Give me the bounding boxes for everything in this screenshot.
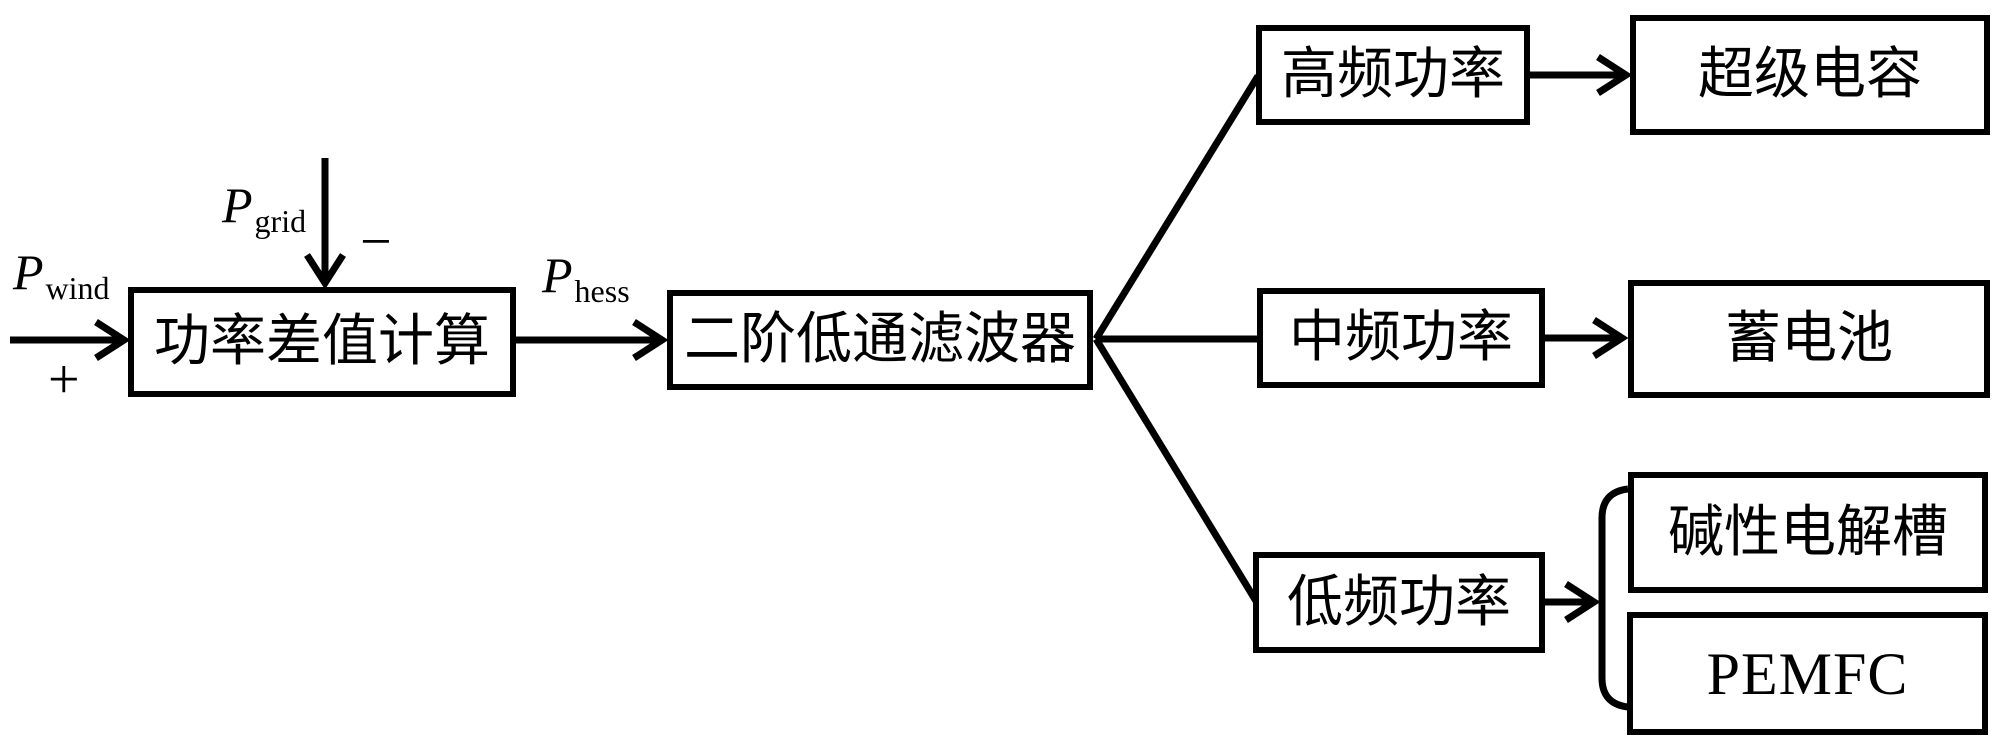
node-pemfc: PEMFC	[1627, 612, 1988, 735]
branch-line-high	[1093, 74, 1261, 341]
label-p-grid: Pgrid	[222, 177, 307, 239]
arrow-hess-output	[516, 319, 669, 361]
node-low-frequency-power: 低频功率	[1253, 552, 1545, 653]
arrow-mid-to-battery	[1545, 317, 1629, 359]
minus-sign: −	[360, 211, 392, 273]
node-high-frequency-power: 高频功率	[1256, 25, 1530, 125]
node-supercapacitor: 超级电容	[1630, 15, 1990, 135]
arrowhead-right-icon	[94, 319, 131, 361]
node-second-order-lpf: 二阶低通滤波器	[667, 290, 1093, 390]
arrowhead-right-icon	[1592, 317, 1629, 359]
node-medium-frequency-power: 中频功率	[1257, 288, 1545, 388]
arrowhead-right-icon	[1564, 581, 1601, 623]
distribution-bracket	[1598, 485, 1629, 711]
branch-line-low	[1093, 337, 1259, 603]
arrow-low-to-bracket	[1545, 581, 1601, 623]
arrow-grid-input	[304, 158, 346, 290]
arrowhead-down-icon	[304, 253, 346, 290]
node-alkaline-electrolyzer: 碱性电解槽	[1628, 472, 1988, 593]
arrow-wind-input	[10, 319, 131, 361]
node-battery: 蓄电池	[1628, 280, 1990, 398]
arrowhead-right-icon	[1596, 54, 1633, 96]
node-power-difference-calc: 功率差值计算	[128, 287, 516, 397]
branch-lines	[1093, 74, 1261, 603]
plus-sign: +	[48, 349, 80, 411]
label-p-wind: Pwind	[13, 244, 110, 306]
arrowhead-right-icon	[632, 319, 669, 361]
label-p-hess: Phess	[542, 247, 630, 309]
arrow-high-to-supercap	[1530, 54, 1633, 96]
